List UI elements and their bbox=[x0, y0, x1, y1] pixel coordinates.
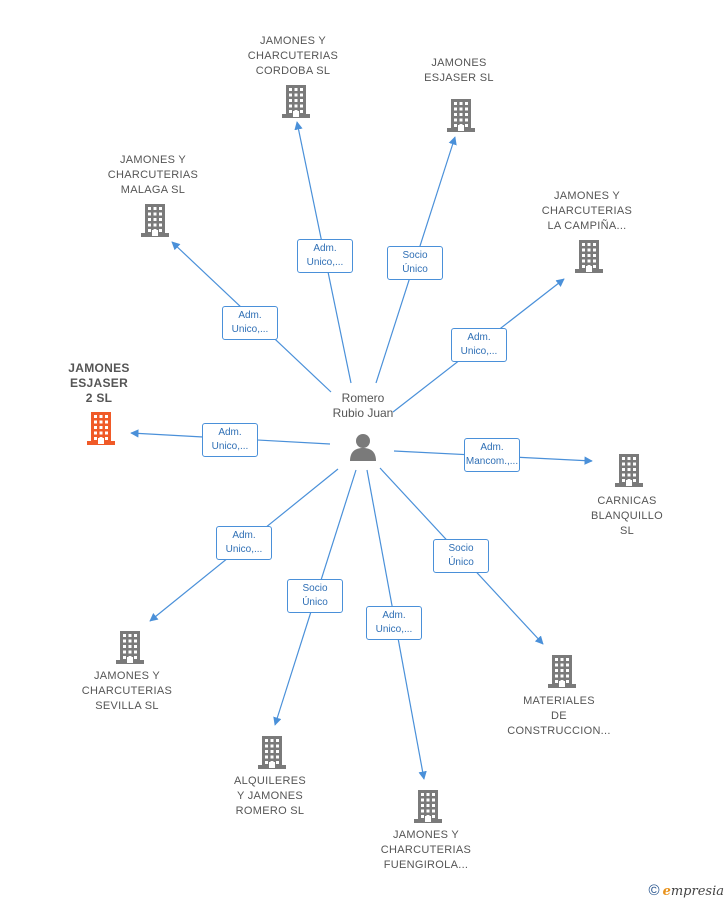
center-person-node[interactable] bbox=[348, 432, 378, 467]
company-node-malaga[interactable] bbox=[139, 202, 171, 243]
company-name-esjaser[interactable]: JAMONES ESJASER SL bbox=[424, 57, 494, 84]
company-name-alquileres[interactable]: ALQUILERES Y JAMONES ROMERO SL bbox=[233, 775, 307, 817]
company-node-cordoba[interactable] bbox=[280, 83, 312, 124]
building-icon bbox=[548, 655, 576, 688]
company-node-esjaser2[interactable] bbox=[85, 410, 117, 451]
role-tag-fuengirola[interactable]: Adm. Unico,... bbox=[366, 606, 422, 640]
company-name-carnicas[interactable]: CARNICAS BLANQUILLO SL bbox=[590, 495, 664, 537]
company-name-cordoba[interactable]: JAMONES Y CHARCUTERIAS CORDOBA SL bbox=[247, 35, 339, 77]
building-icon bbox=[615, 454, 643, 487]
role-tag-cordoba[interactable]: Adm. Unico,... bbox=[297, 239, 353, 273]
company-name-sevilla[interactable]: JAMONES Y CHARCUTERIAS SEVILLA SL bbox=[81, 670, 173, 712]
brand-watermark: ©empresia bbox=[649, 882, 724, 899]
role-tag-materiales[interactable]: Socio Único bbox=[433, 539, 489, 573]
role-tag-sevilla[interactable]: Adm. Unico,... bbox=[216, 526, 272, 560]
role-tag-esjaser2[interactable]: Adm. Unico,... bbox=[202, 423, 258, 457]
company-node-alquileres[interactable] bbox=[256, 734, 288, 775]
role-tag-alquileres[interactable]: Socio Único bbox=[287, 579, 343, 613]
company-node-carnicas[interactable] bbox=[613, 452, 645, 493]
company-name-campina[interactable]: JAMONES Y CHARCUTERIAS LA CAMPIÑA... bbox=[541, 190, 633, 232]
building-icon bbox=[141, 204, 169, 237]
company-node-materiales[interactable] bbox=[546, 653, 578, 694]
company-name-esjaser2[interactable]: JAMONES ESJASER 2 SL bbox=[68, 361, 130, 405]
building-icon bbox=[87, 412, 115, 445]
role-tag-carnicas[interactable]: Adm. Mancom.,... bbox=[464, 438, 520, 472]
company-node-fuengirola[interactable] bbox=[412, 788, 444, 829]
company-node-campina[interactable] bbox=[573, 238, 605, 279]
building-icon bbox=[414, 790, 442, 823]
building-icon bbox=[575, 240, 603, 273]
copyright-symbol: © bbox=[648, 882, 660, 899]
center-person-name[interactable]: Romero Rubio Juan bbox=[332, 391, 394, 420]
role-tag-malaga[interactable]: Adm. Unico,... bbox=[222, 306, 278, 340]
company-node-esjaser[interactable] bbox=[445, 97, 477, 138]
company-name-fuengirola[interactable]: JAMONES Y CHARCUTERIAS FUENGIROLA... bbox=[380, 829, 472, 871]
building-icon bbox=[447, 99, 475, 132]
building-icon bbox=[282, 85, 310, 118]
person-icon bbox=[350, 434, 376, 461]
building-icon bbox=[116, 631, 144, 664]
company-name-malaga[interactable]: JAMONES Y CHARCUTERIAS MALAGA SL bbox=[107, 154, 199, 196]
company-name-materiales[interactable]: MATERIALES DE CONSTRUCCION... bbox=[507, 695, 611, 737]
brand-logo-text: mpresia bbox=[670, 884, 724, 899]
role-tag-campina[interactable]: Adm. Unico,... bbox=[451, 328, 507, 362]
role-tag-esjaser[interactable]: Socio Único bbox=[387, 246, 443, 280]
brand-logo-initial: e bbox=[662, 884, 671, 899]
company-node-sevilla[interactable] bbox=[114, 629, 146, 670]
building-icon bbox=[258, 736, 286, 769]
